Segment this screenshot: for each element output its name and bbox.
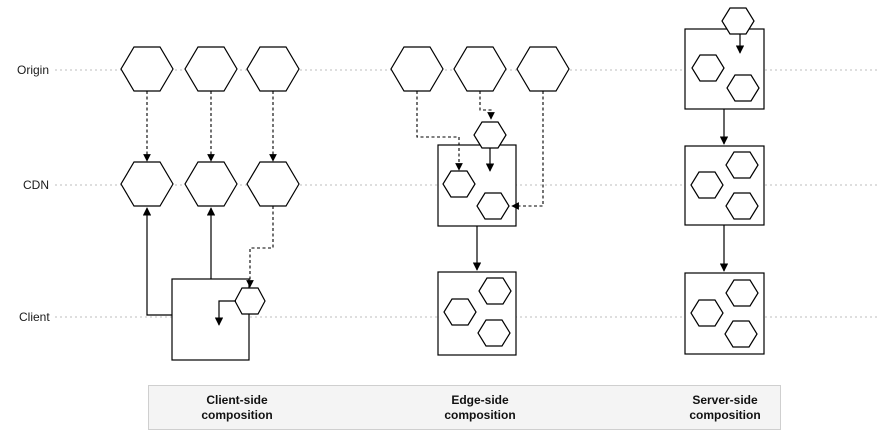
fragment-insert-arrow: [214, 300, 236, 326]
edge-template-hexagon: [473, 121, 507, 149]
caption-edge-side-line2: composition: [444, 408, 516, 422]
cdn-fragment-hexagon: [725, 192, 759, 220]
origin-fragment-hexagon: [246, 46, 300, 92]
cdn-cached-fragment-hexagon: [246, 161, 300, 207]
client-request-arrow: [142, 207, 172, 316]
edge-fragment-hexagon: [442, 170, 476, 198]
page-fragment-hexagon: [690, 299, 724, 327]
tier-label-cdn: CDN: [23, 178, 49, 192]
tier-label-origin: Origin: [17, 63, 49, 77]
cdn-fragment-hexagon: [725, 151, 759, 179]
page-fragment-hexagon: [443, 298, 477, 326]
server-fragment-hexagon: [691, 54, 725, 82]
cdn-to-client-arrow: [246, 206, 274, 288]
origin-to-edge-arrow: [511, 91, 544, 210]
page-fragment-hexagon: [725, 279, 759, 307]
caption-server-side-line2: composition: [689, 408, 761, 422]
page-fragment-hexagon: [724, 320, 758, 348]
caption-server-side: Server-side composition: [660, 393, 790, 423]
client-fragment-hexagon: [234, 287, 266, 315]
origin-fragment-hexagon: [120, 46, 174, 92]
caption-client-side-line2: composition: [201, 408, 273, 422]
caption-server-side-line1: Server-side: [692, 393, 758, 407]
client-page-box: [171, 278, 250, 361]
origin-fragment-hexagon: [516, 46, 570, 92]
cdn-cached-fragment-hexagon: [120, 161, 174, 207]
origin-to-edge-arrow: [479, 91, 495, 120]
page-fragment-hexagon: [477, 319, 511, 347]
caption-bar: Client-side composition Edge-side compos…: [148, 385, 781, 430]
edge-side-column: [390, 46, 570, 356]
server-side-column: [684, 7, 765, 355]
server-template-hexagon: [721, 7, 755, 35]
caption-client-side: Client-side composition: [172, 393, 302, 423]
cdn-cached-fragment-hexagon: [184, 161, 238, 207]
tier-label-client: Client: [19, 310, 50, 324]
caption-edge-side-line1: Edge-side: [451, 393, 509, 407]
origin-fragment-hexagon: [453, 46, 507, 92]
origin-to-edge-arrow: [416, 91, 463, 171]
server-fragment-hexagon: [726, 74, 760, 102]
page-fragment-hexagon: [478, 277, 512, 305]
caption-client-side-line1: Client-side: [206, 393, 268, 407]
caption-edge-side: Edge-side composition: [415, 393, 545, 423]
origin-fragment-hexagon: [390, 46, 444, 92]
edge-fragment-hexagon: [476, 192, 510, 220]
origin-fragment-hexagon: [184, 46, 238, 92]
cdn-fragment-hexagon: [690, 171, 724, 199]
client-side-column: [120, 46, 300, 361]
